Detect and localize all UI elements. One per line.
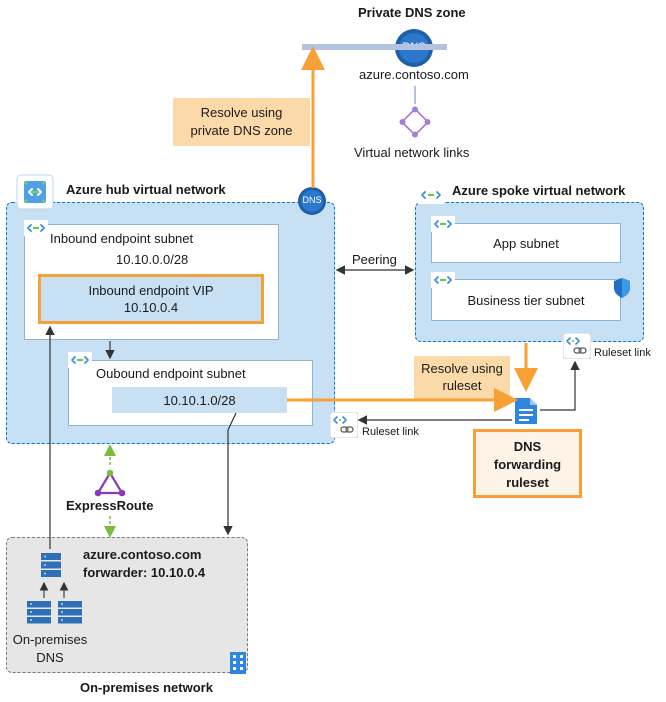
dns-ruleset-line3: ruleset (506, 475, 549, 490)
server-icon (40, 552, 62, 578)
vnet-icon (431, 272, 457, 288)
forwarder-line2: forwarder: 10.10.0.4 (83, 565, 206, 580)
resolve-ruleset-line2: ruleset (442, 378, 482, 393)
dns-zone-icon-label: DNS (402, 41, 426, 53)
ruleset-link-spoke-label: Ruleset link (594, 347, 651, 359)
hub-dns-badge-icon: DNS (297, 186, 327, 216)
vnet-icon (24, 220, 50, 236)
app-subnet (431, 223, 621, 263)
onprem-dns-line2: DNS (36, 650, 64, 665)
peering-label: Peering (352, 252, 397, 267)
onprem-dns-line1: On-premises (12, 632, 88, 647)
private-dns-zone-title: Private DNS zone (358, 5, 466, 20)
inbound-subnet-cidr: 10.10.0.0/28 (116, 252, 189, 267)
virtual-network-links-icon (399, 106, 431, 138)
hub-vnet-icon (16, 174, 54, 210)
ruleset-document-icon (513, 396, 539, 426)
inbound-endpoint-vip (38, 274, 264, 324)
onprem-network-title: On-premises network (80, 680, 213, 695)
vnet-icon (431, 216, 457, 232)
vnet-icon (68, 352, 94, 368)
app-subnet-label: App subnet (493, 236, 559, 251)
hub-title: Azure hub virtual network (66, 182, 226, 197)
outbound-subnet-cidr: 10.10.1.0/28 (163, 393, 236, 408)
dns-zone-icon: DNS (394, 28, 434, 68)
business-subnet-label: Business tier subnet (467, 293, 585, 308)
vnet-icon (418, 186, 444, 204)
expressroute-label: ExpressRoute (66, 498, 154, 513)
building-icon (229, 651, 247, 675)
inbound-vip-ip: 10.10.0.4 (123, 300, 179, 315)
server-icon (57, 600, 83, 624)
shield-icon (612, 277, 632, 299)
forwarder-line1: azure.contoso.com (83, 547, 202, 562)
hub-dns-badge-label: DNS (302, 195, 322, 205)
link-icon (562, 332, 592, 360)
private-dns-zone-name: azure.contoso.com (359, 67, 469, 82)
resolve-ruleset-line1: Resolve using (421, 361, 503, 376)
outbound-subnet-cidr-box (112, 387, 287, 413)
dns-ruleset-line2: forwarding (493, 457, 562, 472)
resolve-private-dns-callout (173, 98, 310, 146)
spoke-title: Azure spoke virtual network (452, 183, 626, 198)
outbound-subnet-label: Oubound endpoint subnet (96, 366, 246, 381)
inbound-subnet-label: Inbound endpoint subnet (50, 231, 194, 246)
server-icon (26, 600, 52, 624)
expressroute-icon (94, 469, 126, 497)
link-icon (329, 411, 359, 439)
resolve-private-line2: private DNS zone (190, 123, 293, 138)
business-tier-subnet (431, 279, 621, 321)
resolve-private-line1: Resolve using (200, 105, 283, 120)
inbound-vip-label: Inbound endpoint VIP (88, 283, 214, 298)
ruleset-to-spoke-link (540, 360, 580, 411)
dns-ruleset-line1: DNS (513, 439, 542, 454)
virtual-network-links-label: Virtual network links (354, 145, 470, 160)
ruleset-link-hub-label: Ruleset link (362, 426, 419, 438)
dns-forwarding-ruleset (473, 429, 582, 498)
